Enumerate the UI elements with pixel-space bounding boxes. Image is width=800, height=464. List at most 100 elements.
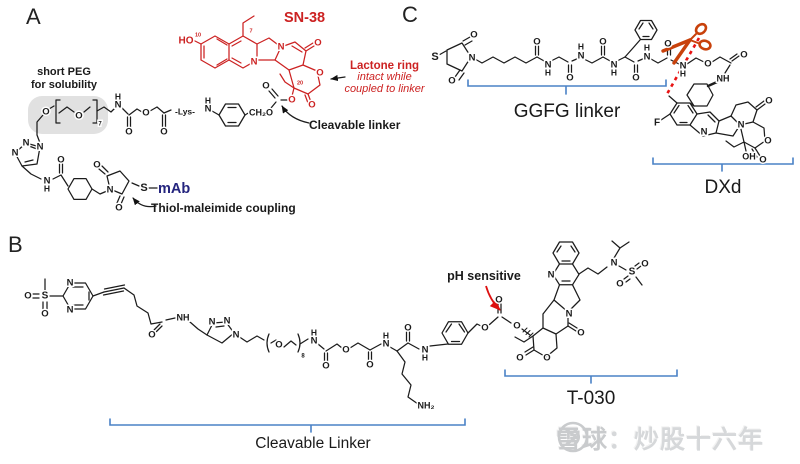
atom-label: N xyxy=(233,330,240,341)
atom-label: NH xyxy=(717,73,730,83)
panel-a-letter: A xyxy=(26,4,41,29)
atom-label: H xyxy=(545,67,551,77)
ggfg-linker-label: GGFG linker xyxy=(513,101,621,122)
atom-label: O xyxy=(543,353,550,364)
atom-label: N xyxy=(209,317,216,328)
sn38-structure xyxy=(192,15,321,104)
atom-label: N xyxy=(578,51,585,62)
cleavable-linker-note-a: Cleavable linker xyxy=(309,118,401,132)
scissors-icon xyxy=(661,22,712,65)
atom-label: O xyxy=(481,323,488,334)
atom-label: O xyxy=(125,127,132,138)
atom-label: O xyxy=(93,160,100,171)
atom-label: O xyxy=(764,136,771,147)
atom-label: N xyxy=(278,42,285,53)
atom-label: N xyxy=(383,339,390,350)
atom-label: N xyxy=(680,61,687,72)
atom-label: O xyxy=(262,81,269,92)
atom-label: O xyxy=(41,309,48,320)
atom-label: O xyxy=(759,155,766,166)
atom-label: N xyxy=(37,142,44,153)
atom-label: OH xyxy=(742,151,756,161)
atom-label: -Lys- xyxy=(175,106,195,116)
atom-label: H xyxy=(644,42,650,52)
atom-label: O xyxy=(142,108,149,119)
atom-label: NH xyxy=(177,312,190,322)
atom-label: H xyxy=(205,95,211,105)
thiol-maleimide-note: Thiol-maleimide coupling xyxy=(151,201,296,215)
atom-label: N xyxy=(67,305,74,316)
atom-label: O xyxy=(308,100,315,111)
atom-label: N xyxy=(738,120,745,131)
atom-label: 7 xyxy=(249,28,252,34)
atom-label: O xyxy=(632,73,639,84)
atom-label: O xyxy=(24,291,31,302)
mab-label: mAb xyxy=(158,181,191,197)
atom-label: N xyxy=(205,104,212,115)
atom-label: N xyxy=(224,316,231,327)
atom-label: N xyxy=(548,270,555,281)
lactone-ring-note: Lactone ring intact while coupled to lin… xyxy=(327,60,442,95)
atom-label: O xyxy=(366,360,373,371)
atom-label: N xyxy=(644,52,651,63)
atom-label: N xyxy=(566,309,573,320)
xueqiu-logo-icon xyxy=(557,421,589,453)
atom-label: N xyxy=(115,100,122,111)
peg-highlight xyxy=(28,96,108,134)
atom-label: O xyxy=(316,68,323,79)
atom-label: H xyxy=(115,91,121,101)
atom-label: N xyxy=(545,60,552,71)
atom-label: O xyxy=(566,73,573,84)
atom-label: S xyxy=(42,291,49,302)
atom-label: O xyxy=(404,323,411,334)
annotation-brackets xyxy=(109,79,794,433)
atom-label: N xyxy=(611,60,618,71)
atom-label: O xyxy=(314,38,321,49)
atom-label: N xyxy=(469,53,476,64)
ph-sensitive-note: pH sensitive xyxy=(447,269,521,283)
atom-label: N xyxy=(251,57,258,68)
ph-sensitive-arrow xyxy=(485,285,501,311)
atom-label: O xyxy=(641,259,648,270)
atom-label: H xyxy=(44,183,50,193)
atom-label: H xyxy=(422,352,428,362)
atom-label: N xyxy=(311,336,318,347)
lactone-note-line1: Lactone ring xyxy=(349,60,419,72)
atom-label: N xyxy=(422,345,429,356)
atom-label: N xyxy=(701,127,708,138)
atom-label: O xyxy=(704,59,711,70)
peg-note-line2: for solubility xyxy=(31,78,97,91)
atom-label: O xyxy=(448,76,455,87)
atom-label: O xyxy=(664,39,671,50)
atom-label: 20 xyxy=(297,80,303,86)
atom-label: O xyxy=(470,30,477,41)
atom-label: CH₂O xyxy=(249,107,273,117)
atom-label: O xyxy=(57,155,64,166)
atom-label: O xyxy=(765,96,772,107)
annotation-arrows xyxy=(132,74,346,208)
atom-label: H xyxy=(578,41,584,51)
panel-a-linker-structure xyxy=(14,88,288,205)
short-peg-note: short PEG for solubility xyxy=(20,66,108,91)
atom-label: N xyxy=(44,176,51,187)
atom-label: 10 xyxy=(195,32,201,38)
peg-note-line1: short PEG xyxy=(37,66,91,78)
atom-label: O xyxy=(42,107,49,118)
atom-label: O xyxy=(342,345,349,356)
t030-structure xyxy=(514,240,643,358)
atom-label: O xyxy=(322,361,329,372)
cleavable-linker-label-b: Cleavable Linker xyxy=(255,435,371,452)
atom-label: O xyxy=(495,295,502,306)
atom-label: S xyxy=(140,182,147,194)
atom-label: O xyxy=(275,340,282,351)
atom-label: O xyxy=(75,111,82,122)
atom-label: O xyxy=(599,37,606,48)
atom-label: O xyxy=(533,37,540,48)
dxd-amine-wedge xyxy=(706,80,719,88)
atom-label: 7 xyxy=(98,122,102,128)
atom-label: N xyxy=(23,138,30,149)
atom-label: H xyxy=(611,67,617,77)
atom-label: O xyxy=(616,279,623,290)
